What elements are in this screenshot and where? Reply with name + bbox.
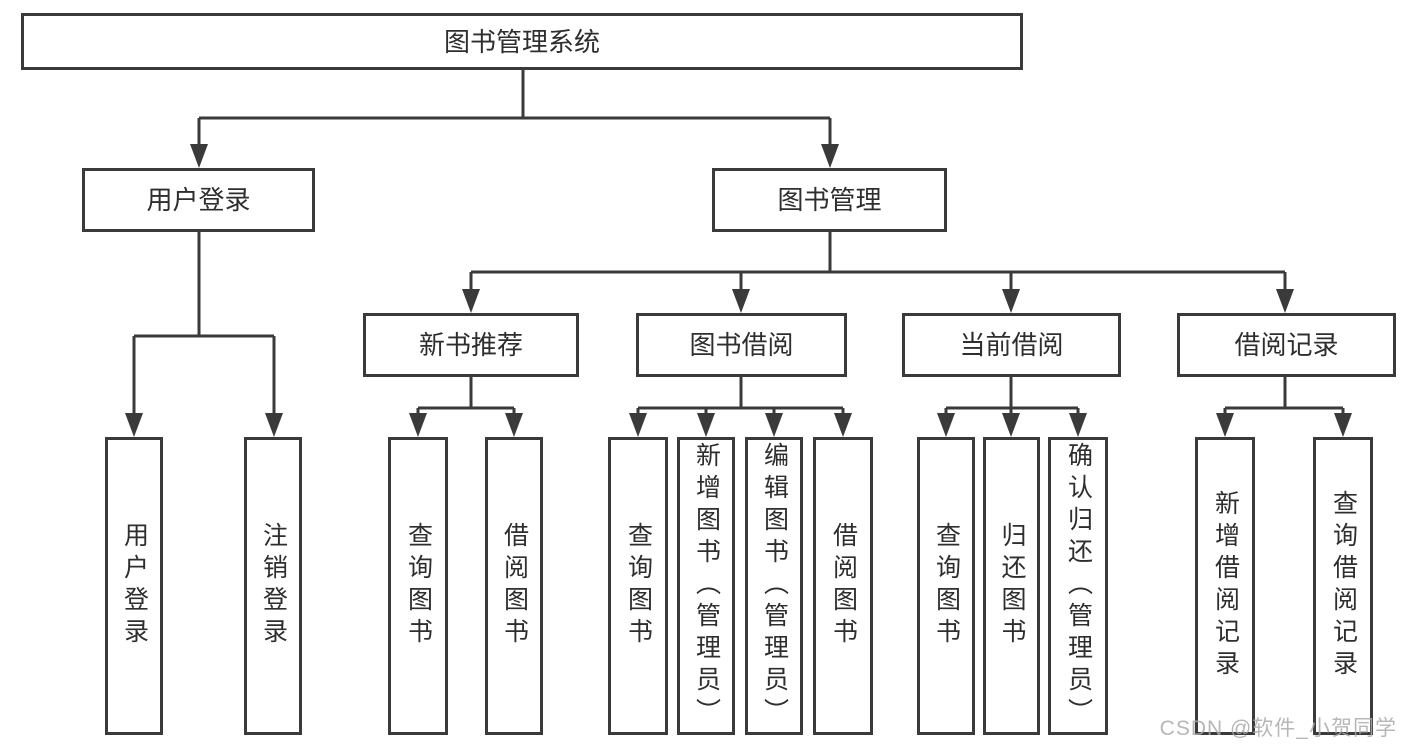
leaf-user-login: 用户登录 bbox=[105, 437, 163, 735]
leaf-add-books-admin-label: 新增图书（管理员） bbox=[692, 442, 721, 730]
leaf-query-borrow-record: 查询借阅记录 bbox=[1313, 437, 1373, 735]
leaf-add-borrow-record-label: 新增借阅记录 bbox=[1211, 490, 1240, 682]
leaf-query-books-recommend-label: 查询图书 bbox=[404, 522, 433, 650]
leaf-query-borrow-record-label: 查询借阅记录 bbox=[1329, 490, 1358, 682]
connector-arrowheads bbox=[125, 144, 1352, 437]
leaf-return-books: 归还图书 bbox=[983, 437, 1040, 735]
leaf-query-books-current: 查询图书 bbox=[917, 437, 975, 735]
leaf-edit-books-admin: 编辑图书（管理员） bbox=[745, 437, 803, 735]
leaf-confirm-return-admin-label: 确认归还（管理员） bbox=[1064, 442, 1093, 730]
leaf-query-books-recommend: 查询图书 bbox=[388, 437, 448, 735]
node-current-borrowing: 当前借阅 bbox=[902, 313, 1121, 377]
node-book-management: 图书管理 bbox=[712, 168, 947, 232]
csdn-watermark: CSDN @软件_小贺同学 bbox=[1159, 717, 1397, 740]
leaf-borrow-books-recommend-label: 借阅图书 bbox=[500, 522, 529, 650]
leaf-borrow-books-label: 借阅图书 bbox=[829, 522, 858, 650]
leaf-return-books-label: 归还图书 bbox=[998, 522, 1026, 650]
leaf-borrow-books: 借阅图书 bbox=[813, 437, 873, 735]
leaf-logout: 注销登录 bbox=[244, 437, 302, 735]
node-new-book-recommendation: 新书推荐 bbox=[363, 313, 579, 377]
leaf-query-books-borrow-label: 查询图书 bbox=[624, 522, 653, 650]
leaf-add-books-admin: 新增图书（管理员） bbox=[677, 437, 735, 735]
leaf-add-borrow-record: 新增借阅记录 bbox=[1195, 437, 1255, 735]
leaf-confirm-return-admin: 确认归还（管理员） bbox=[1048, 437, 1108, 735]
leaf-query-books-borrow: 查询图书 bbox=[608, 437, 668, 735]
leaf-user-login-label: 用户登录 bbox=[120, 522, 149, 650]
node-user-login: 用户登录 bbox=[82, 168, 315, 232]
node-borrowing-records: 借阅记录 bbox=[1177, 313, 1396, 377]
node-book-borrowing: 图书借阅 bbox=[636, 313, 847, 377]
leaf-logout-label: 注销登录 bbox=[259, 522, 288, 650]
node-library-management-system: 图书管理系统 bbox=[21, 13, 1023, 70]
leaf-edit-books-admin-label: 编辑图书（管理员） bbox=[760, 442, 789, 730]
leaf-borrow-books-recommend: 借阅图书 bbox=[485, 437, 543, 735]
leaf-query-books-current-label: 查询图书 bbox=[932, 522, 961, 650]
